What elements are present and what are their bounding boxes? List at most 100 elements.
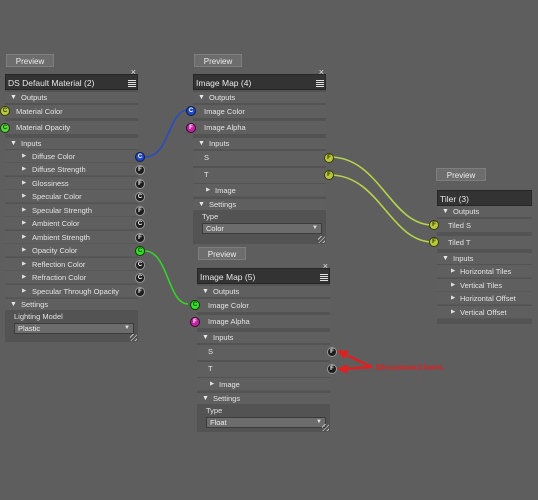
glossiness-input-port[interactable]: F xyxy=(135,179,145,189)
specular-through-opacity-input-port[interactable]: F xyxy=(135,287,145,297)
output-label: Image Color xyxy=(204,107,245,116)
output-label: Material Color xyxy=(16,107,63,116)
select-value: Float xyxy=(210,418,227,427)
image-map-5-preview-button[interactable]: Preview xyxy=(198,247,246,260)
input-row-refraction-color: ▶Refraction Color xyxy=(5,271,138,284)
image-alpha-output-port[interactable]: F xyxy=(186,123,196,133)
collapse-triangle-icon[interactable]: ▼ xyxy=(10,94,17,101)
image-map-4-header[interactable]: Image Map (4) × xyxy=(193,68,326,90)
collapse-triangle-icon[interactable]: ▼ xyxy=(202,395,209,402)
outputs-section[interactable]: ▼ Outputs xyxy=(5,92,138,103)
t-input-port[interactable]: F xyxy=(327,364,337,374)
specular-color-input-port[interactable]: C xyxy=(135,192,145,202)
expand-triangle-icon[interactable]: ▶ xyxy=(22,234,27,240)
close-icon[interactable]: × xyxy=(318,67,324,77)
tiler-preview-button[interactable]: Preview xyxy=(436,168,486,181)
expand-triangle-icon[interactable]: ▶ xyxy=(22,193,27,199)
output-row-material-color: Material Color xyxy=(5,105,138,118)
collapse-triangle-icon[interactable]: ▼ xyxy=(442,255,449,262)
inputs-section[interactable]: ▼ Inputs xyxy=(437,253,532,264)
specular-strength-input-port[interactable]: F xyxy=(135,206,145,216)
close-icon[interactable]: × xyxy=(130,67,136,77)
image-alpha-output-port[interactable]: F xyxy=(190,317,200,327)
collapse-triangle-icon[interactable]: ▼ xyxy=(442,208,449,215)
expand-triangle-icon[interactable]: ▶ xyxy=(451,295,456,301)
settings-section[interactable]: ▼ Settings xyxy=(5,299,138,310)
expand-triangle-icon[interactable]: ▶ xyxy=(451,309,456,315)
resize-grip-icon[interactable] xyxy=(130,334,137,341)
outputs-section[interactable]: ▼ Outputs xyxy=(193,92,326,103)
collapse-triangle-icon[interactable]: ▼ xyxy=(198,140,205,147)
tiler-node[interactable]: Tiler (3) ▼ Outputs Tiled S Tiled T ▼ In… xyxy=(437,190,532,324)
collapse-triangle-icon[interactable]: ▼ xyxy=(10,140,17,147)
t-input-port[interactable]: F xyxy=(324,170,334,180)
inputs-label: Inputs xyxy=(21,139,42,148)
expand-triangle-icon[interactable]: ▶ xyxy=(210,381,215,387)
refraction-color-input-port[interactable]: C xyxy=(135,273,145,283)
resize-grip-icon[interactable] xyxy=(322,424,329,431)
image-map-5-node[interactable]: Image Map (5) × ▼ Outputs Image Color Im… xyxy=(197,262,330,432)
collapse-triangle-icon[interactable]: ▼ xyxy=(198,201,205,208)
material-node-header[interactable]: DS Default Material (2) × xyxy=(5,68,138,90)
tiled-s-output-port[interactable]: F xyxy=(429,220,439,230)
inputs-section[interactable]: ▼ Inputs xyxy=(197,332,330,343)
image-color-output-port[interactable]: C xyxy=(190,300,200,310)
lighting-model-select[interactable]: Plastic ▼ xyxy=(14,323,134,334)
image-map-4-node[interactable]: Image Map (4) × ▼ Outputs Image Color Im… xyxy=(193,68,326,244)
expand-triangle-icon[interactable]: ▶ xyxy=(22,274,27,280)
outputs-section[interactable]: ▼ Outputs xyxy=(197,286,330,297)
input-row-vertical-tiles: ▶Vertical Tiles xyxy=(437,279,532,292)
diffuse-strength-input-port[interactable]: F xyxy=(135,165,145,175)
inputs-section[interactable]: ▼ Inputs xyxy=(193,138,326,149)
material-color-output-port[interactable]: C xyxy=(0,106,10,116)
expand-triangle-icon[interactable]: ▶ xyxy=(22,220,27,226)
collapse-triangle-icon[interactable]: ▼ xyxy=(202,288,209,295)
ambient-strength-input-port[interactable]: F xyxy=(135,233,145,243)
outputs-section[interactable]: ▼ Outputs xyxy=(437,206,532,217)
image-map-5-title: Image Map (5) xyxy=(200,272,256,282)
type-select[interactable]: Float ▼ xyxy=(206,417,326,428)
type-select[interactable]: Color ▼ xyxy=(202,223,322,234)
menu-icon[interactable] xyxy=(320,274,328,282)
collapse-triangle-icon[interactable]: ▼ xyxy=(202,334,209,341)
collapse-triangle-icon[interactable]: ▼ xyxy=(198,94,205,101)
output-row-tiled-s: Tiled S xyxy=(437,219,532,232)
expand-triangle-icon[interactable]: ▶ xyxy=(451,282,456,288)
tiled-t-output-port[interactable]: F xyxy=(429,237,439,247)
input-row-specular-strength: ▶Specular Strength xyxy=(5,204,138,217)
settings-section[interactable]: ▼ Settings xyxy=(197,393,330,404)
input-label: S xyxy=(204,153,210,162)
expand-triangle-icon[interactable]: ▶ xyxy=(22,166,27,172)
resize-grip-icon[interactable] xyxy=(318,236,325,243)
inputs-section[interactable]: ▼ Inputs xyxy=(5,138,138,149)
expand-triangle-icon[interactable]: ▶ xyxy=(22,261,27,267)
image-color-output-port[interactable]: C xyxy=(186,106,196,116)
input-label: Ambient Strength xyxy=(32,233,90,242)
close-icon[interactable]: × xyxy=(322,261,328,271)
expand-triangle-icon[interactable]: ▶ xyxy=(206,187,211,193)
image-map-4-preview-button[interactable]: Preview xyxy=(194,54,242,67)
expand-triangle-icon[interactable]: ▶ xyxy=(22,207,27,213)
expand-triangle-icon[interactable]: ▶ xyxy=(22,180,27,186)
tiler-header[interactable]: Tiler (3) xyxy=(437,190,532,206)
opacity-color-input-port[interactable]: C xyxy=(135,246,145,256)
material-opacity-output-port[interactable]: C xyxy=(0,123,10,133)
expand-triangle-icon[interactable]: ▶ xyxy=(22,153,27,159)
menu-icon[interactable] xyxy=(316,80,324,88)
s-input-port[interactable]: F xyxy=(327,347,337,357)
material-node[interactable]: DS Default Material (2) × ▼ Outputs Mate… xyxy=(5,68,138,342)
collapse-triangle-icon[interactable]: ▼ xyxy=(10,301,17,308)
material-preview-button[interactable]: Preview xyxy=(6,54,54,67)
settings-section[interactable]: ▼ Settings xyxy=(193,199,326,210)
input-row-s: S xyxy=(197,345,330,360)
expand-triangle-icon[interactable]: ▶ xyxy=(22,288,27,294)
diffuse-color-input-port[interactable]: C xyxy=(135,152,145,162)
s-input-port[interactable]: F xyxy=(324,153,334,163)
expand-triangle-icon[interactable]: ▶ xyxy=(451,268,456,274)
reflection-color-input-port[interactable]: C xyxy=(135,260,145,270)
image-map-5-header[interactable]: Image Map (5) × xyxy=(197,262,330,284)
menu-icon[interactable] xyxy=(128,80,136,88)
expand-triangle-icon[interactable]: ▶ xyxy=(22,247,27,253)
ambient-color-input-port[interactable]: C xyxy=(135,219,145,229)
